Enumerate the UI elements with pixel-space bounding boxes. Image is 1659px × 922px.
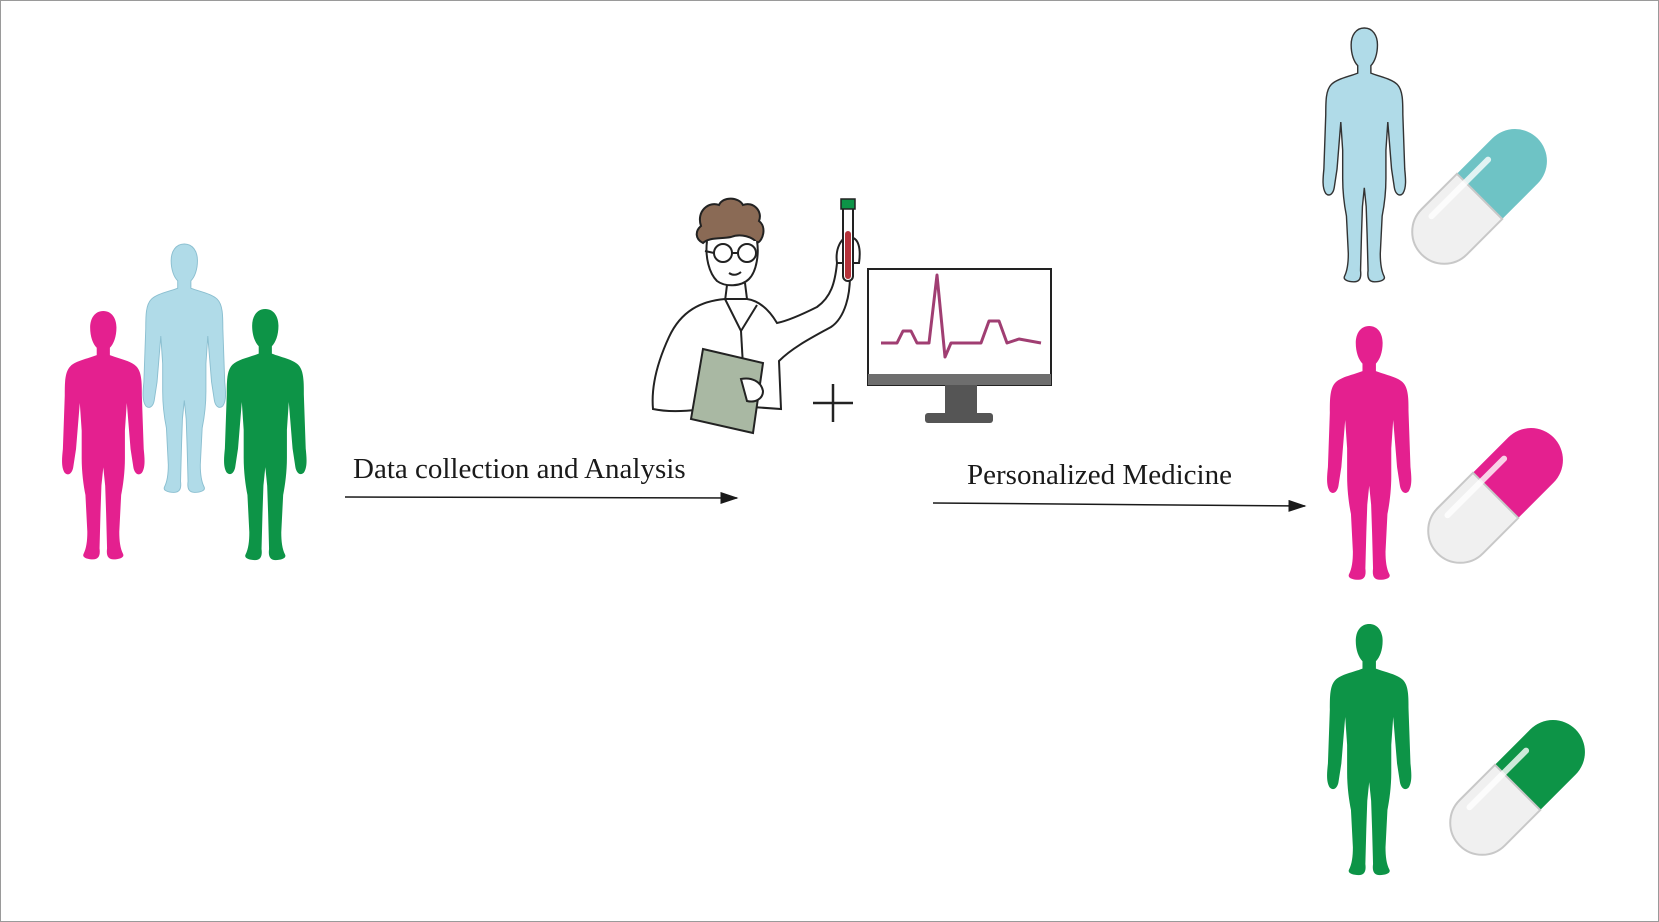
pink-person-icon (62, 311, 145, 560)
ecg-wave (881, 273, 1042, 359)
arrow-personalized-medicine (932, 499, 1307, 512)
people-group (62, 243, 307, 561)
ecg-monitor-icon (867, 268, 1052, 423)
outcome-row-1 (1322, 27, 1547, 283)
personalized-medicine-label: Personalized Medicine (967, 459, 1232, 491)
light-blue-person-icon (1322, 27, 1407, 283)
data-collection-label: Data collection and Analysis (353, 453, 686, 485)
green-person-icon (1327, 624, 1412, 876)
outcome-row-2 (1327, 326, 1563, 580)
outcome-row-3 (1327, 624, 1585, 876)
pink-person-icon (1327, 326, 1412, 580)
scientist-face (705, 240, 759, 287)
test-tube-icon (840, 198, 856, 282)
scientist-with-test-tube-icon (651, 197, 861, 435)
arrow-data-collection (344, 491, 739, 504)
light-blue-person-icon (142, 243, 227, 493)
pink-capsule-icon (1427, 428, 1563, 564)
teal-capsule-icon (1411, 129, 1547, 265)
scientist-hair (695, 197, 765, 245)
plus-icon (813, 384, 853, 422)
green-capsule-icon (1449, 720, 1585, 856)
clipboard (689, 347, 765, 435)
green-person-icon (224, 309, 307, 561)
